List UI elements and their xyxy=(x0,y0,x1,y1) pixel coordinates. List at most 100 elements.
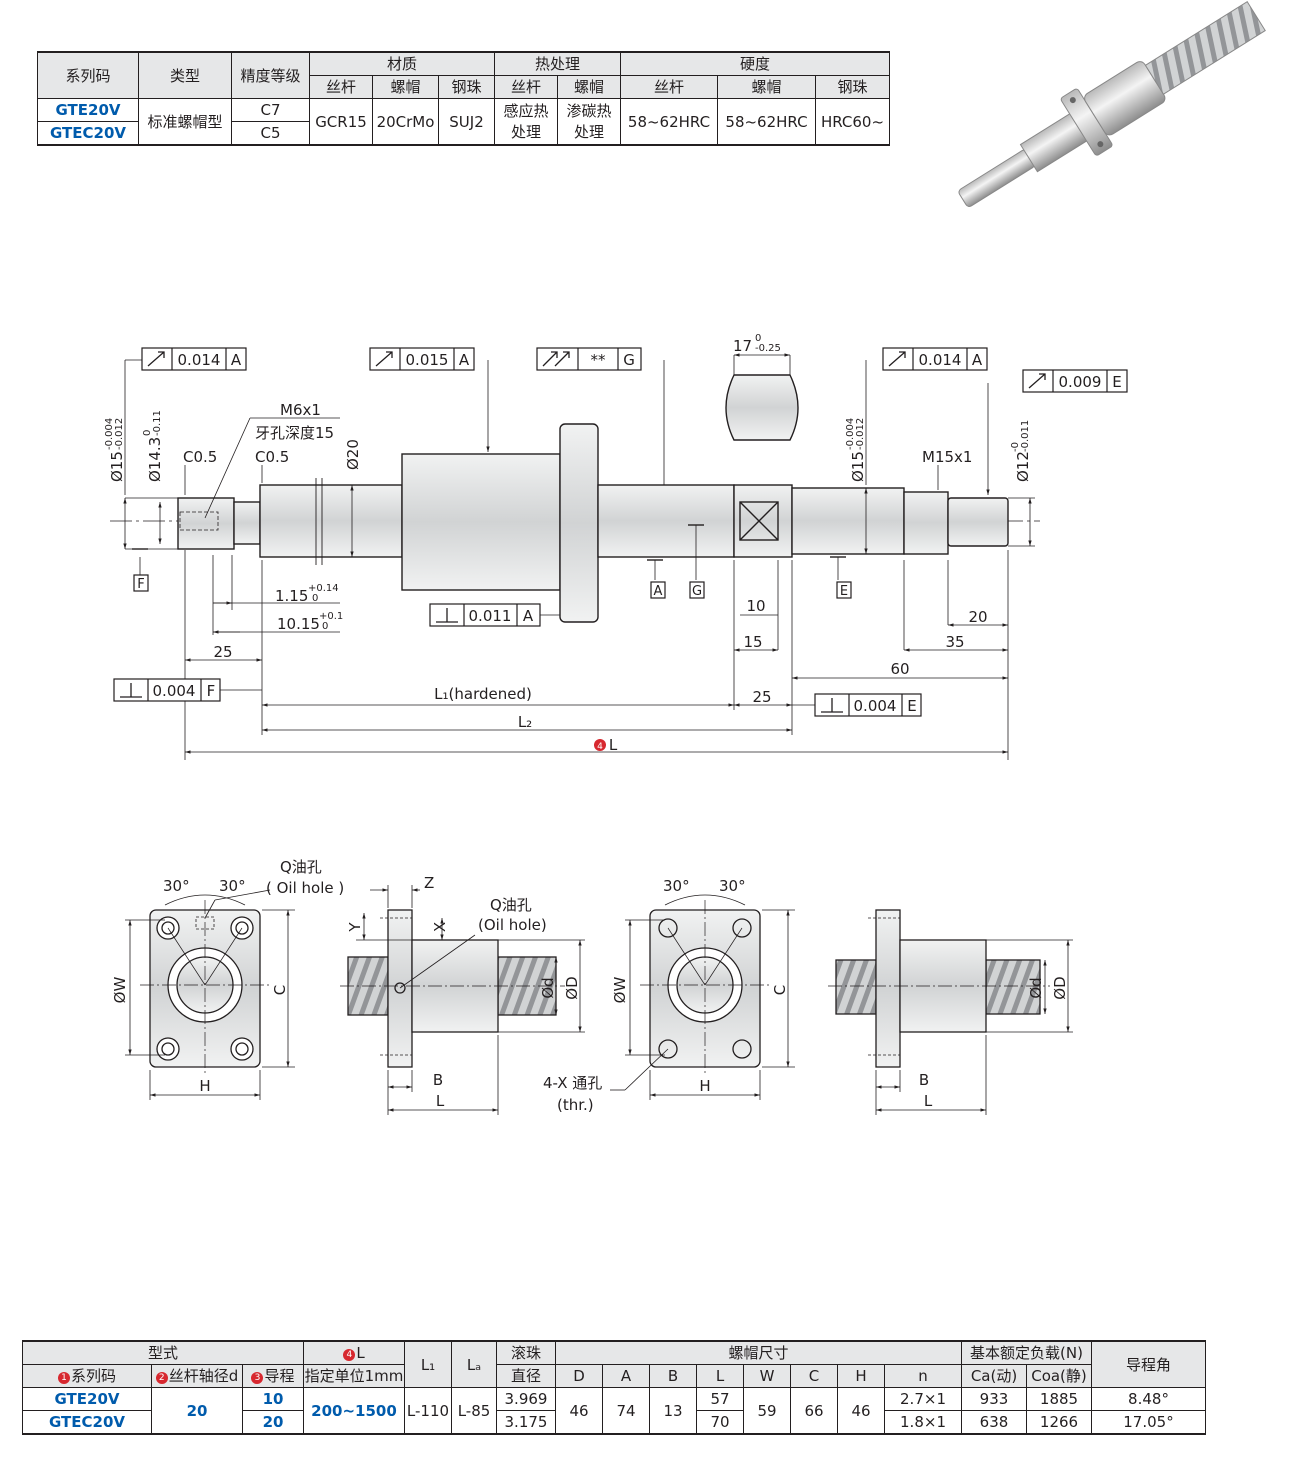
th-nut-dims: 螺帽尺寸 xyxy=(555,1340,962,1365)
d12-tol-dn: -0.011 xyxy=(1020,420,1031,452)
nut-front-dims-2 xyxy=(610,909,795,1100)
d143-tol-up: 0 xyxy=(142,430,153,436)
x-label: X xyxy=(431,922,449,932)
ball-1: 3.969 xyxy=(496,1387,556,1411)
shaft-labels: M6x1 牙孔深度15 C0.5 C0.5 M15x1 Ø15 -0.004 -… xyxy=(104,333,1032,754)
th-la: Lₐ xyxy=(451,1340,497,1388)
datum-a-label: A xyxy=(654,584,663,599)
d15-tol-dn: -0.012 xyxy=(114,418,125,450)
coa-2: 1266 xyxy=(1026,1410,1092,1435)
shaft-d: 20 xyxy=(151,1387,243,1435)
dim-115-tol-dn: 0 xyxy=(312,593,318,604)
perp-f-value: 0.004 xyxy=(153,682,196,700)
nut-front-view-1 xyxy=(140,894,270,1075)
oil-hole-cn-1: Q油孔 xyxy=(280,858,322,876)
dim-1015-tol-dn: 0 xyxy=(322,621,328,632)
th-hd-ball: 钢珠 xyxy=(815,75,890,99)
nut-front-labels-2: 30° 30° ØW C H 4-X 通孔 (thr.) xyxy=(543,877,789,1114)
lead-1: 10 xyxy=(242,1387,304,1411)
y-label: Y xyxy=(346,922,364,933)
oil-hole-cn-2: Q油孔 xyxy=(490,896,532,914)
angle-2: 17.05° xyxy=(1091,1410,1206,1435)
H-value: 46 xyxy=(837,1387,885,1435)
l-label-2: L xyxy=(924,1092,933,1110)
w17-tol-up: 0 xyxy=(755,333,761,344)
nut-side-dims-2 xyxy=(875,939,1073,1115)
c05-label-2: C0.5 xyxy=(255,448,289,466)
ball-2: 3.175 xyxy=(496,1410,556,1435)
d143-tol-dn: -0.11 xyxy=(152,410,163,436)
d15b-tol-up: -0.004 xyxy=(845,418,856,450)
shaft-dimension-lines xyxy=(123,353,1035,760)
d15-label: Ø15 xyxy=(108,451,126,482)
ht-nut: 渗碳热处理 xyxy=(557,98,621,146)
l-number-icon: 4 xyxy=(343,1349,356,1361)
d12-tol-up: -0 xyxy=(1010,442,1021,452)
tap-depth-label: 牙孔深度15 xyxy=(255,424,334,442)
hd-ball: HRC60~ xyxy=(815,98,890,146)
series-number-icon: 1 xyxy=(57,1372,70,1384)
l-label-1: L xyxy=(436,1092,445,1110)
nut-side-labels-2: B L Ød ØD xyxy=(919,976,1069,1110)
th-ball-2: 直径 xyxy=(496,1364,556,1388)
mat-ball: SUJ2 xyxy=(438,98,495,146)
th-series-text: 系列码 xyxy=(70,1367,116,1385)
d-big-label-1: ØD xyxy=(563,976,581,999)
th-n: n xyxy=(884,1364,962,1388)
th-hd-nut: 螺帽 xyxy=(717,75,816,99)
nut-side-labels-1: Z Y X Q油孔 (Oil hole) B L Ød ØD xyxy=(346,874,581,1110)
th-B: B xyxy=(649,1364,697,1388)
W-value: 59 xyxy=(743,1387,791,1435)
la-value: L-85 xyxy=(451,1387,497,1435)
oil-hole-en-1: ( Oil hole ) xyxy=(266,879,344,897)
th-load: 基本额定负载(N) xyxy=(961,1340,1092,1365)
c05-label-1: C0.5 xyxy=(183,448,217,466)
ball-screw-photo xyxy=(958,1,1266,207)
C-value: 66 xyxy=(790,1387,838,1435)
tolerance-frame-texts: 0.014 A 0.015 A ** G 0.014 A 0.009 E 0.0… xyxy=(137,351,1121,715)
m6-label: M6x1 xyxy=(280,401,321,419)
l1-value: L-110 xyxy=(404,1387,452,1435)
nut-side-view-2 xyxy=(828,909,1050,1068)
th-A: A xyxy=(602,1364,650,1388)
thru-en: (thr.) xyxy=(557,1096,594,1114)
perp-a-value: 0.011 xyxy=(469,607,512,625)
angle-2: 30° xyxy=(219,877,246,895)
dim-115: 1.15 xyxy=(275,587,308,605)
D-value: 46 xyxy=(555,1387,603,1435)
perp-a-datum: A xyxy=(523,607,534,625)
dim-20: 20 xyxy=(968,608,987,626)
series-code-2: GTEC20V xyxy=(37,121,139,146)
th-precision: 精度等级 xyxy=(231,51,310,99)
c-label-2: C xyxy=(771,985,789,995)
runout-a3-value: 0.014 xyxy=(919,351,962,369)
nut-side-dims-1 xyxy=(356,885,585,1115)
runout-g-datum: G xyxy=(623,351,635,369)
dim-25b: 25 xyxy=(752,688,771,706)
B-value: 13 xyxy=(649,1387,697,1435)
th-H: H xyxy=(837,1364,885,1388)
th-l-unit: 指定单位1mm xyxy=(303,1364,405,1388)
angle-1: 8.48° xyxy=(1091,1387,1206,1411)
nut-front-labels-1: 30° 30° Q油孔 ( Oil hole ) ØW C H xyxy=(111,858,344,1095)
perp-e-value: 0.004 xyxy=(854,697,897,715)
datum-e-label: E xyxy=(840,584,848,599)
th-hardness: 硬度 xyxy=(620,51,890,76)
th-C: C xyxy=(790,1364,838,1388)
angle-3: 30° xyxy=(663,877,690,895)
runout-a2-datum: A xyxy=(459,351,470,369)
perp-f-datum: F xyxy=(207,682,216,700)
th-Lc: L xyxy=(696,1364,744,1388)
dim-1015: 10.15 xyxy=(277,615,320,633)
d20-label: Ø20 xyxy=(344,439,362,470)
th-coa: Coa(静) xyxy=(1026,1364,1092,1388)
tolerance-frames xyxy=(113,347,1128,717)
hd-screw: 58~62HRC xyxy=(620,98,718,146)
w17-tol-dn: -0.25 xyxy=(755,343,781,354)
th-l-text: L xyxy=(356,1344,365,1362)
dim-60: 60 xyxy=(890,660,909,678)
l-range: 200~1500 xyxy=(303,1387,405,1435)
coa-1: 1885 xyxy=(1026,1387,1092,1411)
